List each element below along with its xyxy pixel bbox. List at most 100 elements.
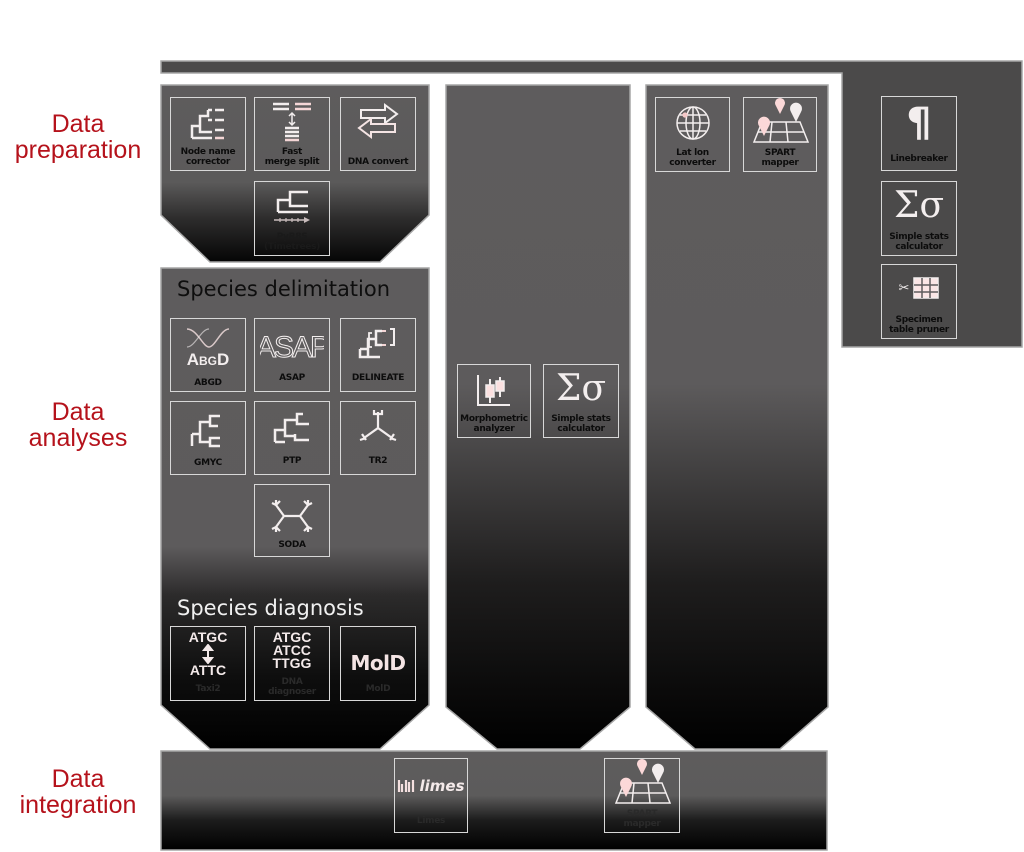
bracket-tree-icon	[341, 325, 415, 363]
section-title-species-delimitation: Species delimitation	[177, 277, 391, 301]
tool-limes[interactable]: limes Limes	[394, 758, 468, 833]
tool-label: Specimen	[895, 315, 943, 325]
sigma-symbol: Σσ	[893, 185, 945, 226]
tool-label: TR2	[368, 455, 388, 466]
tool-abgd[interactable]: ABGD ABGD	[170, 318, 246, 392]
mold-logo-icon: MolD	[341, 651, 415, 675]
sigma-symbol: Σσ	[555, 368, 607, 409]
tool-label: DNA convert	[347, 156, 409, 167]
tree-icon	[255, 410, 329, 448]
asap-logo-icon: ASAP	[255, 329, 329, 365]
limes-logo-text: limes	[419, 777, 465, 795]
tool-label: mapper	[623, 818, 661, 829]
tool-label: SPART	[626, 809, 658, 819]
unrooted-tree-icon	[341, 408, 415, 448]
tool-label: ABGD	[194, 377, 222, 388]
boxplot-icon	[458, 373, 530, 409]
sequence-stack-icon: ATGC ATCC TTGG	[255, 629, 329, 671]
top-bar-panel	[160, 60, 1023, 348]
pilcrow-symbol: ¶	[906, 100, 932, 146]
limes-bars-icon	[398, 780, 415, 792]
pilcrow-icon: ¶	[882, 101, 956, 145]
tool-label: Limes	[416, 815, 446, 826]
stage-label-line: Data	[51, 110, 105, 138]
tool-label: calculator	[895, 241, 943, 252]
tool-label: Simple stats	[889, 232, 949, 242]
tool-label: DELINEATE	[351, 372, 405, 383]
tool-label: Node name	[180, 147, 236, 157]
analyses-panel	[160, 267, 430, 750]
tool-asap[interactable]: ASAP ASAP	[254, 318, 330, 392]
tool-label: ASAP	[279, 372, 305, 383]
tool-label: Morphometric	[460, 414, 528, 424]
tool-pyr8s[interactable]: PyR8S(Timetrees)	[254, 181, 330, 256]
scissors-table-icon: ✂	[882, 277, 956, 299]
tool-mold[interactable]: MolD MolD	[340, 626, 416, 701]
tool-label: GMYC	[194, 457, 222, 468]
tool-tr2[interactable]: TR2	[340, 401, 416, 475]
sequence-text: ATCC	[273, 642, 311, 658]
double-arrow-icon	[202, 644, 214, 664]
stage-label-line: analyses	[28, 424, 128, 452]
tool-linebreaker[interactable]: ¶ Linebreaker	[881, 96, 957, 171]
middle-column-panel	[445, 84, 631, 750]
sigma-icon: Σσ	[882, 188, 956, 224]
tool-label: analyzer	[473, 423, 515, 434]
map-pins-icon	[605, 759, 679, 805]
right-column-panel	[645, 84, 829, 750]
tool-label: mapper	[761, 157, 799, 168]
stage-label-line: Data	[51, 398, 105, 426]
globe-icon	[656, 104, 729, 142]
tool-dna-convert[interactable]: DNA convert	[340, 97, 416, 171]
tool-label: Linebreaker	[890, 153, 948, 164]
stage-label-preparation: Data preparation	[0, 111, 158, 163]
timetree-icon	[255, 188, 329, 224]
sequence-text: ATGC	[272, 629, 312, 645]
tool-label: Lat lon	[676, 148, 709, 158]
sequence-compare-icon: ATGC ATTC	[171, 629, 245, 677]
sequence-text: ATGC	[188, 629, 228, 645]
tool-delineate[interactable]: DELINEATE	[340, 318, 416, 392]
sigma-icon: Σσ	[544, 371, 618, 407]
unrooted-tree-icon	[255, 497, 329, 535]
tool-label: diagnoser	[268, 686, 316, 697]
svg-text:ABGD: ABGD	[187, 350, 230, 369]
limes-logo-icon: limes	[395, 777, 467, 795]
stage-label-line: preparation	[14, 136, 142, 164]
tool-label: Fast	[281, 147, 303, 157]
convert-arrows-icon	[341, 102, 415, 142]
map-pins-icon	[744, 98, 816, 144]
tool-label: Simple stats	[551, 414, 611, 424]
tool-label: converter	[669, 157, 716, 168]
tool-ptp[interactable]: PTP	[254, 401, 330, 475]
stage-label-line: Data	[51, 765, 105, 793]
sequence-text: TTGG	[272, 655, 312, 671]
tool-label: corrector	[185, 156, 231, 167]
tool-label: DNA	[281, 677, 303, 687]
tool-taxi2[interactable]: ATGC ATTC Taxi2	[170, 626, 246, 701]
scissors-icon: ✂	[898, 280, 910, 296]
tool-label: Taxi2	[195, 683, 221, 694]
tool-label: SODA	[278, 539, 306, 550]
tool-gmyc[interactable]: GMYC	[170, 401, 246, 475]
tool-soda[interactable]: SODA	[254, 484, 330, 557]
tool-label: calculator	[557, 423, 605, 434]
svg-text:ASAP: ASAP	[260, 331, 324, 364]
tool-label: SPART	[764, 148, 796, 158]
tool-label: PTP	[282, 455, 302, 466]
tool-label: MolD	[365, 683, 391, 694]
tool-label: (Timetrees)	[264, 241, 320, 252]
section-title-species-diagnosis: Species diagnosis	[177, 596, 364, 620]
merge-split-icon	[255, 100, 329, 144]
